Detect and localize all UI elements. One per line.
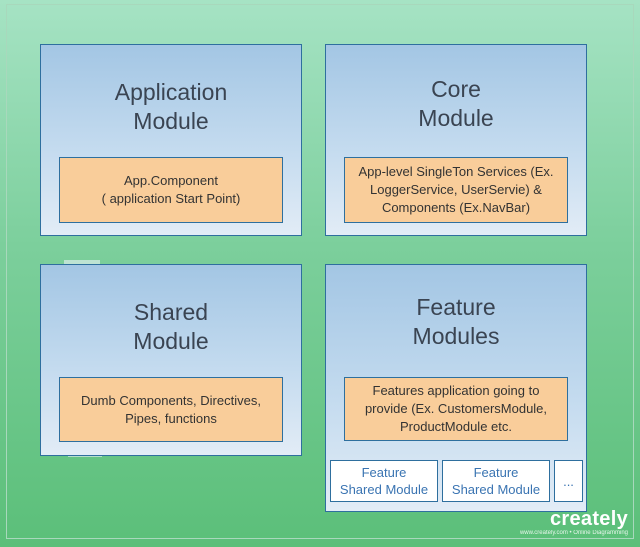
diagram-frame [6,4,634,539]
logo-wordmark: creately [549,508,628,530]
desc-line: Pipes, functions [125,410,217,426]
desc-line: ( application Start Point) [101,191,241,206]
submodule-line: Shared Module [339,482,429,497]
title-line: Module [133,108,209,134]
feature-submodule: Feature Shared Module [330,460,438,502]
desc-line: App-level SingleTon Services (Ex. [358,164,554,179]
submodule-line: Shared Module [451,482,541,497]
core-module-title: Core Module [326,75,586,133]
title-line: Shared [133,299,209,325]
feature-module: Feature Modules Features application goi… [325,264,587,512]
submodule-line: Feature [473,465,519,480]
logo-tagline: www.creately.com • Online Diagramming [519,530,628,536]
desc-line: provide (Ex. CustomersModule, [364,401,548,416]
feature-submodule: Feature Shared Module [442,460,550,502]
application-module-description: App.Component ( application Start Point) [59,157,283,223]
feature-submodule-more: ... [554,460,583,502]
ghost-tab [64,260,100,265]
desc-line: Dumb Components, Directives, [81,392,261,408]
title-line: Module [418,105,494,131]
desc-line: LoggerService, UserServie) & [370,182,542,197]
shared-module-description: Dumb Components, Directives, Pipes, func… [59,377,283,442]
feature-module-title: Feature Modules [326,293,586,351]
title-line: Application [114,79,228,105]
feature-module-description: Features application going to provide (E… [344,377,568,441]
desc-line: ProductModule etc. [399,419,512,434]
shared-module-title: Shared Module [41,298,301,356]
shared-module: Shared Module Dumb Components, Directive… [40,264,302,456]
application-module: Application Module App.Component ( appli… [40,44,302,236]
desc-line: Components (Ex.NavBar) [381,200,531,215]
submodule-line: ... [563,473,574,489]
core-module: Core Module App-level SingleTon Services… [325,44,587,236]
title-line: Module [133,328,209,354]
submodule-line: Feature [361,465,407,480]
title-line: Feature [416,294,496,320]
title-line: Modules [412,323,500,349]
desc-line: Features application going to [372,383,540,398]
desc-line: App.Component [124,173,218,188]
application-module-title: Application Module [41,78,301,136]
title-line: Core [431,76,481,102]
core-module-description: App-level SingleTon Services (Ex. Logger… [344,157,568,223]
creately-logo: creately www.creately.com • Online Diagr… [520,509,628,537]
